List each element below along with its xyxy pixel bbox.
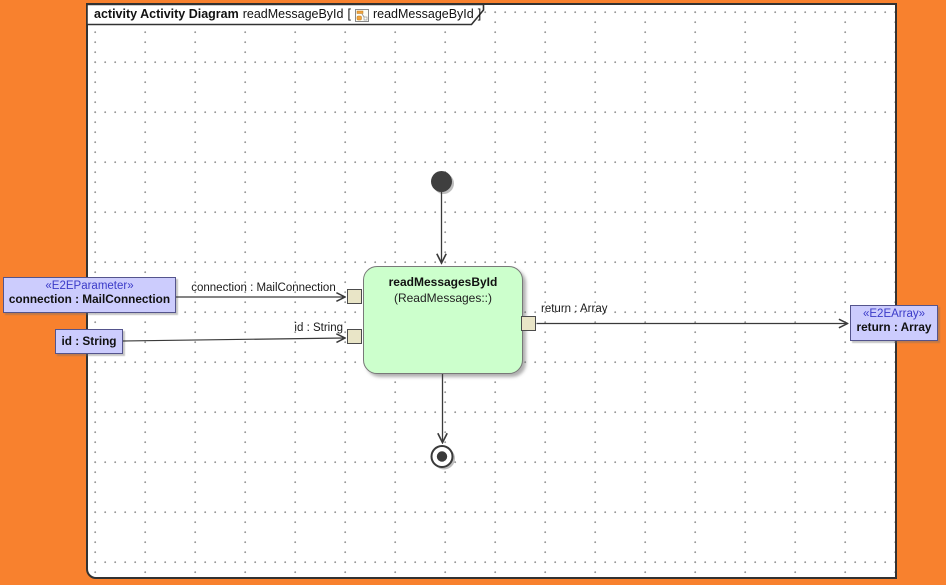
parameter-name: return : Array — [856, 320, 932, 334]
frame-bracket-close: ] — [477, 7, 482, 21]
edge-label-connection[interactable]: connection : MailConnection — [191, 282, 336, 294]
input-pin-id[interactable] — [347, 329, 362, 344]
input-pin-connection[interactable] — [347, 289, 362, 304]
frame-bracket-open: [ — [347, 7, 351, 21]
parameter-node-connection[interactable]: «E2EParameter» connection : MailConnecti… — [3, 277, 176, 313]
frame-tab-shape[interactable] — [86, 3, 485, 26]
frame-diagram-name: readMessageById — [242, 7, 344, 21]
final-node-dot — [436, 451, 448, 462]
parameter-node-return[interactable]: «E2EArray» return : Array — [850, 305, 938, 341]
action-subtitle: (ReadMessages::) — [393, 291, 493, 305]
action-node-readMessagesById[interactable]: readMessagesById (ReadMessages::) — [363, 266, 523, 374]
parameter-stereotype: «E2EParameter» — [45, 280, 134, 292]
activity-diagram-icon — [354, 8, 369, 22]
initial-node[interactable] — [431, 171, 452, 192]
parameter-node-id[interactable]: id : String — [55, 329, 123, 354]
parameter-stereotype: «E2EArray» — [862, 308, 925, 320]
object-flow-id[interactable] — [122, 338, 345, 341]
frame-tab[interactable]: activity Activity Diagram readMessageByI… — [94, 7, 482, 22]
edge-label-return[interactable]: return : Array — [541, 303, 608, 315]
output-pin-return[interactable] — [521, 316, 536, 331]
parameter-name: id : String — [61, 334, 117, 348]
frame-context-name: readMessageById — [372, 7, 474, 21]
parameter-name: connection : MailConnection — [8, 292, 171, 306]
frame-keyword: activity Activity Diagram — [94, 7, 239, 21]
edge-label-id[interactable]: id : String — [294, 322, 343, 334]
action-title: readMessagesById — [388, 275, 498, 289]
